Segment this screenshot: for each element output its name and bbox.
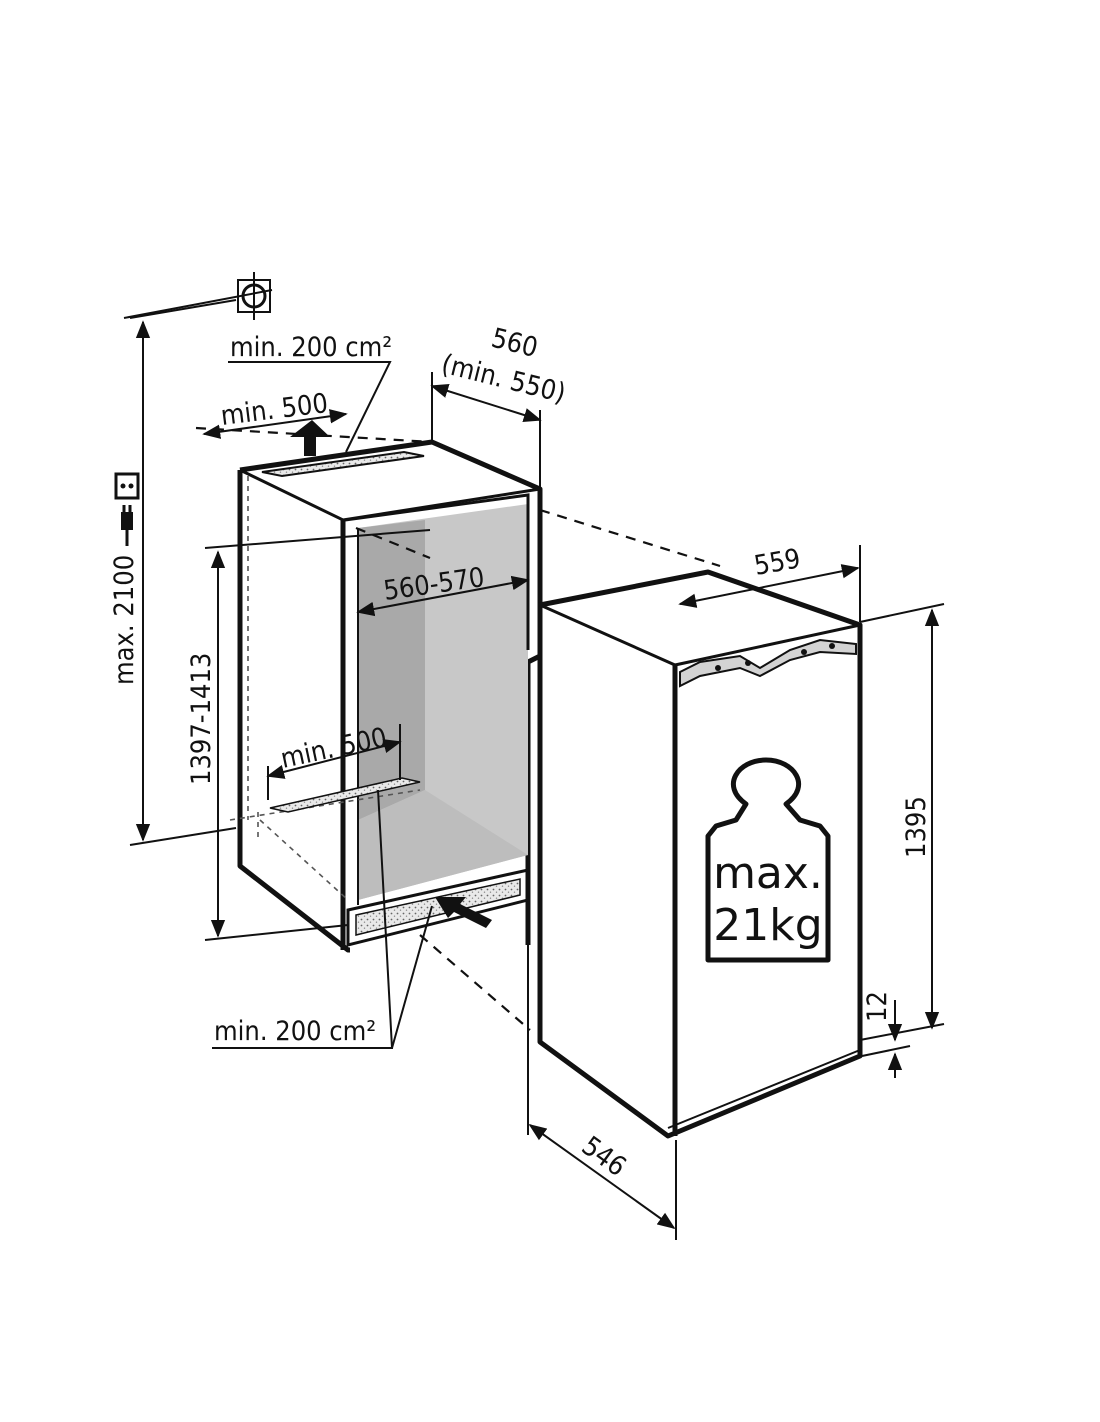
label-bottom-vent-area: min. 200 cm² <box>214 1016 376 1047</box>
bottom-vent-grille <box>355 878 521 936</box>
installation-niche <box>229 439 543 953</box>
door-weight-line1: max. <box>713 848 823 899</box>
label-plinth-offset: 12 <box>862 991 893 1022</box>
bottom-rear-vent-grille <box>269 777 421 813</box>
inward-airflow-arrow-icon <box>435 897 492 928</box>
label-appliance-depth: 546 <box>576 1131 632 1183</box>
top-vent-grille <box>261 450 425 478</box>
upward-airflow-arrow-icon <box>290 420 330 456</box>
power-socket-icon <box>114 472 140 500</box>
grounding-symbol-icon <box>123 272 273 320</box>
label-niche-depth: 560 <box>488 323 540 364</box>
label-appliance-height: 1395 <box>901 796 932 858</box>
door-hinge-strip <box>679 638 857 688</box>
dimension-lines <box>129 299 945 1240</box>
niche-cavity-floor <box>358 790 528 900</box>
label-niche-height: 1397-1413 <box>186 653 217 785</box>
power-plug-icon <box>121 505 133 546</box>
weight-icon: max. 21kg <box>705 757 831 963</box>
label-max-height: max. 2100 <box>109 555 140 685</box>
label-top-vent-area: min. 200 cm² <box>230 332 392 363</box>
label-appliance-width: 559 <box>752 543 803 582</box>
niche-cavity-side <box>358 520 425 820</box>
label-niche-depth-min: (min. 550) <box>438 349 568 410</box>
door-weight-line2: 21kg <box>713 900 822 951</box>
